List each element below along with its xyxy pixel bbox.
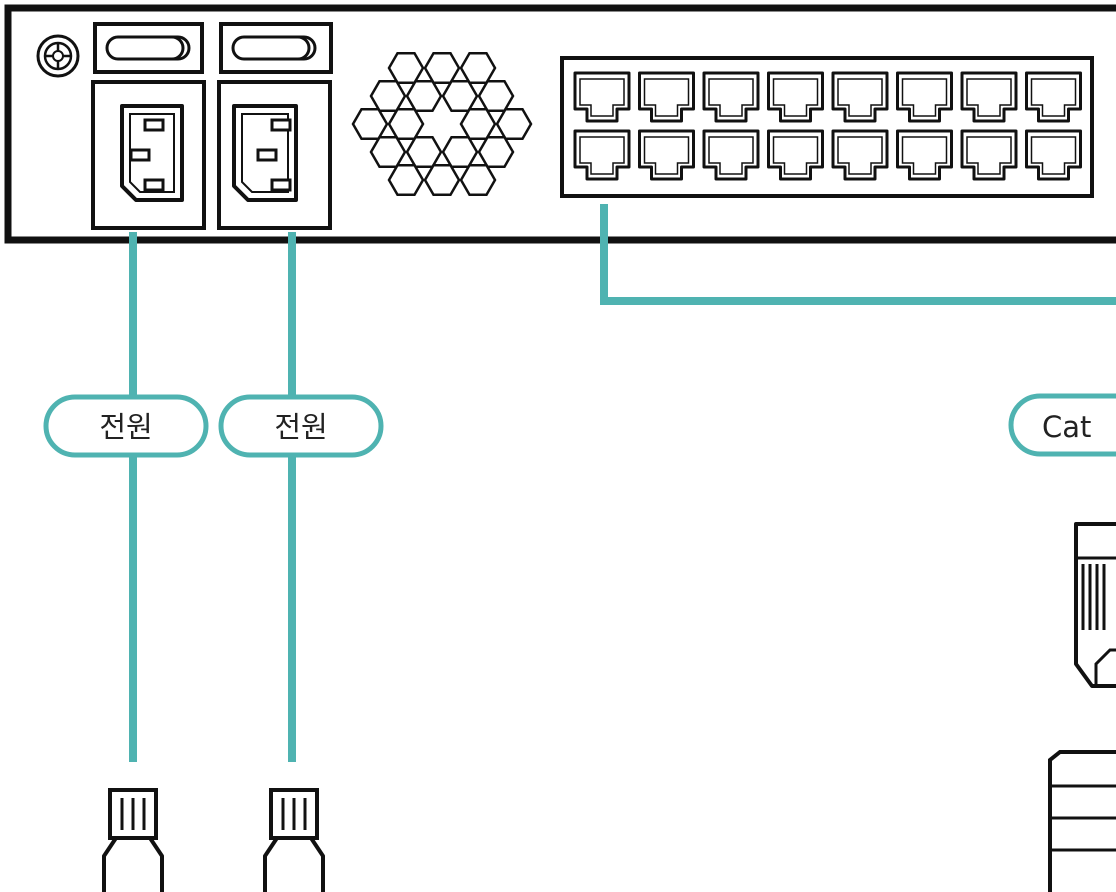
rj45-port-inner: [837, 78, 883, 117]
fan-hex-cell: [459, 52, 497, 84]
fan-hex-cell: [351, 108, 389, 140]
fan-hex-cell: [441, 136, 479, 168]
rj45-port-inner: [708, 78, 754, 117]
fan-hex-cell: [387, 108, 425, 140]
rj45-port: [767, 129, 824, 181]
ground-screw-icon: [36, 34, 80, 78]
toggle-switch-icon[interactable]: [93, 22, 204, 74]
fan-hex-cell: [441, 80, 479, 112]
fan-hex-cell: [423, 52, 461, 84]
hex-fan-grille-icon: [351, 52, 533, 196]
power-plug-icon: [102, 788, 164, 892]
rj45-port-inner: [1030, 78, 1077, 117]
rj45-port-inner: [579, 136, 625, 175]
power-supply-1: [91, 22, 206, 230]
rj45-port-block: [560, 56, 1094, 198]
fan-hex-cell: [405, 80, 443, 112]
rj45-port-inner: [1030, 136, 1077, 175]
rj45-port: [831, 129, 889, 181]
fan-hex-cell: [423, 164, 461, 196]
power-plug-icon: [263, 788, 325, 892]
fan-hex-cell: [477, 136, 515, 168]
cable-label-1: 전원: [43, 394, 209, 458]
power-supply-2: [217, 22, 333, 230]
rj45-port: [1025, 129, 1082, 181]
rj45-port: [1025, 71, 1082, 123]
rj45-port-inner: [966, 78, 1012, 117]
fan-hex-cell: [459, 164, 497, 196]
rj45-port-inner: [643, 136, 690, 175]
rj45-port: [831, 71, 889, 123]
fan-hex-cell: [477, 80, 515, 112]
rj45-port: [896, 129, 953, 181]
cable-label-2: 전원: [218, 394, 384, 458]
fan-hex-cell: [387, 164, 425, 196]
rj45-port-inner: [643, 78, 690, 117]
cable-boot-icon: [1048, 750, 1116, 892]
cable-label-2-text: 전원: [274, 410, 327, 444]
fan-hex-cell: [387, 52, 425, 84]
iec-c14-socket-icon: [217, 80, 332, 230]
rj45-port-inner: [579, 78, 625, 117]
network-cable: [600, 204, 1116, 305]
rj45-port: [960, 129, 1018, 181]
cable-label-3: Cat: [1008, 393, 1116, 457]
rj45-port: [573, 71, 631, 123]
fan-hex-cell: [405, 136, 443, 168]
fan-hex-cell: [369, 136, 407, 168]
fan-hex-cell: [495, 108, 533, 140]
rj45-port-inner: [901, 78, 948, 117]
device-rear-panel: [4, 4, 1116, 244]
cable-label-3-text: Cat: [1042, 410, 1091, 444]
rj45-plug-icon: [1074, 522, 1116, 688]
rj45-port: [702, 129, 760, 181]
iec-c14-socket-icon: [91, 80, 206, 230]
rj45-port: [767, 71, 824, 123]
rj45-port: [573, 129, 631, 181]
rj45-port-inner: [837, 136, 883, 175]
rj45-port-inner: [708, 136, 754, 175]
cable-lines: [129, 204, 1116, 762]
rj45-port-inner: [772, 136, 819, 175]
fan-hex-cell: [459, 108, 497, 140]
rj45-port-inner: [772, 78, 819, 117]
rj45-port-inner: [966, 136, 1012, 175]
rj45-port: [638, 71, 695, 123]
fan-hex-cell: [369, 80, 407, 112]
rj45-port: [960, 71, 1018, 123]
cable-label-1-text: 전원: [99, 410, 152, 444]
toggle-switch-icon[interactable]: [219, 22, 333, 74]
rj45-port: [702, 71, 760, 123]
rj45-port: [896, 71, 953, 123]
rj45-port: [638, 129, 695, 181]
rj45-port-inner: [901, 136, 948, 175]
